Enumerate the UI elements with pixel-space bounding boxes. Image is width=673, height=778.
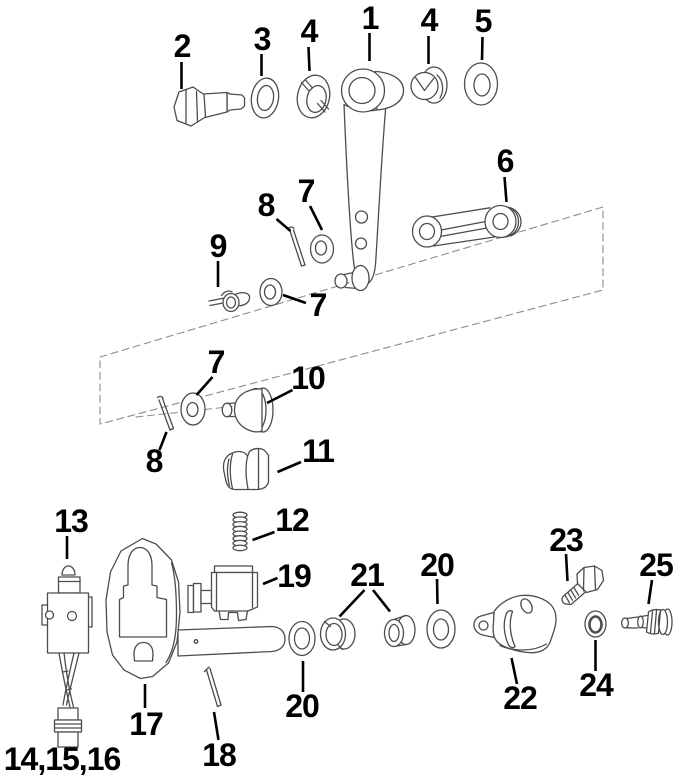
part-8-cotter-pin-upper [287,226,306,267]
part-7-washer-a [309,234,335,264]
part-2-bolt [173,86,246,127]
part-23-bolt [561,565,605,606]
leader-line-8 [275,218,292,232]
part-19-detent-housing [187,565,259,622]
leader-line-21 [338,589,366,618]
part-1-pivot-pin [334,264,370,292]
part-5-washer [463,62,499,106]
leader-line-12 [252,530,275,542]
part-7-washer-b [259,277,283,307]
part-3-washer [250,77,280,119]
part-18-pin [203,666,222,708]
leader-line-6 [503,176,508,203]
leader-line-7 [195,376,214,396]
leader-line-19 [262,576,278,586]
leader-line-20 [435,578,439,605]
leader-line-23 [564,553,569,582]
part-9-clip [208,290,251,313]
part-14-15-16-connector [53,707,83,748]
part-6-link [411,204,522,248]
part-21-bushing-a [319,617,356,651]
part-22-anchor [473,594,557,654]
leader-line-22 [510,657,519,685]
part-1-lever-arm [334,68,405,292]
leader-line-21 [371,589,392,613]
part-13-wires [58,652,80,708]
part-10-detent-knob [221,387,274,433]
part-25-detent-screw [620,608,673,636]
leader-line-4 [307,46,311,72]
part-11-mount [222,447,270,491]
part-17-shift-shaft [177,625,286,657]
part-20-washer-right [426,609,456,649]
part-4-bushing-left [296,74,331,119]
part-20-washer-left [288,620,316,657]
leader-line-7 [282,293,307,305]
leader-line-18 [212,711,220,741]
leader-line-7 [308,205,324,231]
leader-line-5 [480,36,484,61]
part-8-cotter-pin-lower [156,395,175,431]
leader-lines [65,33,654,741]
leader-line-8 [158,431,168,451]
leader-line-11 [276,460,302,474]
leader-line-10 [266,388,294,405]
part-12-spring [232,511,248,552]
part-21-bushing-b [383,614,416,648]
part-24-washer [584,610,607,638]
part-17-bracket [105,537,181,680]
part-13-switch [41,565,93,748]
part-4-bushing-right [410,66,448,104]
leader-line-25 [647,579,654,605]
part-7-washer-c [180,392,206,426]
